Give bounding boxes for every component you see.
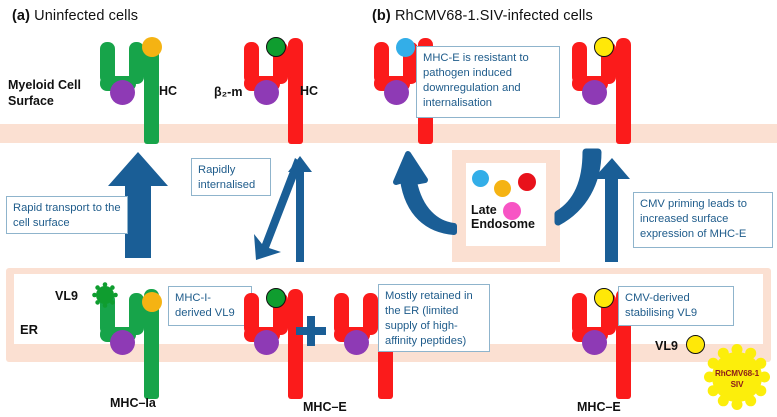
hc-label-left: HC	[159, 84, 178, 98]
callout-cmv-derived-vl9: CMV-derived stabilising VL9	[618, 286, 734, 326]
callout-mhc-i-derived-vl9: MHC-I-derived VL9	[168, 286, 252, 326]
panel-b-label: RhCMV68-1.SIV-infected cells	[394, 8, 593, 24]
b2m-purple-surface-a	[110, 80, 135, 105]
callout-mhc-e-resistant: MHC-E is resistant to pathogen induced d…	[416, 46, 560, 118]
arrow-recycling-up	[287, 156, 313, 262]
b2m-purple-er-d	[582, 330, 607, 355]
peptide-blue-surface	[396, 38, 415, 57]
arrow-rapid-transport	[107, 152, 169, 258]
callout-mostly-retained: Mostly retained in the ER (limited suppl…	[378, 284, 490, 352]
arrow-internalisation-down	[248, 156, 304, 262]
vl9-er-label: VL9	[55, 289, 78, 303]
myeloid-surface-label: Myeloid Cell Surface	[8, 78, 81, 109]
vl9-green-spiky	[92, 282, 118, 313]
peptide-orange-surface	[142, 37, 162, 57]
peptide-yellow-surface	[594, 37, 614, 57]
b2m-purple-er-a	[110, 330, 135, 355]
callout-rapidly-internalised: Rapidly internalised	[191, 158, 271, 196]
peptide-orange-er	[142, 292, 162, 312]
arrow-cmv-priming-up	[592, 158, 632, 262]
b2m-purple-er-b	[254, 330, 279, 355]
plus-sign-icon	[296, 316, 326, 351]
virus-particle-rhcmv: RhCMV68-1 SIV	[704, 344, 770, 415]
panel-b-tag: (b)	[372, 8, 391, 24]
b2m-purple-er-c	[344, 330, 369, 355]
endosome-dot-blue	[472, 170, 489, 187]
label-mhc-e-middle: MHC–E	[303, 400, 347, 414]
late-endosome-label: Late Endosome	[471, 203, 535, 232]
callout-cmv-priming: CMV priming leads to increased surface e…	[633, 192, 773, 248]
peptide-yellow-er	[594, 288, 614, 308]
endosome-dot-red	[518, 173, 536, 191]
b2m-purple-surface-d	[582, 80, 607, 105]
arrow-curve-from-surface	[552, 148, 602, 226]
panel-a-tag: (a)	[12, 8, 31, 24]
b2m-purple-surface-b	[254, 80, 279, 105]
panel-b-title: (b) RhCMV68-1.SIV-infected cells	[372, 8, 593, 24]
vl9-free-label: VL9	[655, 339, 678, 353]
arrow-curve-to-surface	[393, 151, 458, 235]
callout-rapid-transport: Rapid transport to the cell surface	[6, 196, 128, 234]
plasma-membrane-band	[0, 124, 777, 143]
er-label: ER	[20, 322, 39, 337]
myeloid-surface-line1: Myeloid Cell	[8, 78, 81, 92]
b2m-purple-surface-c	[384, 80, 409, 105]
late-endosome-line1: Late	[471, 203, 497, 217]
vl9-free-yellow-dot	[686, 335, 705, 354]
myeloid-surface-line2: Surface	[8, 93, 54, 108]
label-mhc-ia: MHC–Ia	[110, 396, 156, 410]
label-mhc-e-right: MHC–E	[577, 400, 621, 414]
panel-a-label: Uninfected cells	[34, 8, 139, 24]
peptide-green-er	[266, 288, 286, 308]
panel-a-title: (a) Uninfected cells	[12, 8, 138, 24]
peptide-green-surface	[266, 37, 286, 57]
endosome-dot-pink	[503, 202, 521, 220]
late-endosome-line2: Endosome	[471, 217, 535, 232]
hc-label-right: HC	[300, 84, 319, 98]
b2m-label: β₂-m	[214, 85, 243, 99]
endosome-dot-orange	[494, 180, 511, 197]
